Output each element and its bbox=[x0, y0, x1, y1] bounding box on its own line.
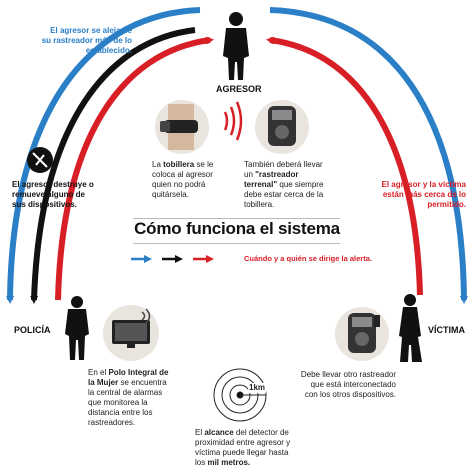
role-victima: VÍCTIMA bbox=[428, 325, 465, 335]
alert-blue-text: El agresor se aleja de su rastreador más… bbox=[41, 26, 132, 55]
monitor-icon bbox=[103, 305, 159, 361]
proximity-rings-icon bbox=[213, 368, 267, 422]
red-arc-right bbox=[266, 36, 423, 296]
role-policia: POLICÍA bbox=[14, 325, 51, 335]
alert-red-text: El agresor y la víctima están más cerca … bbox=[381, 180, 467, 209]
signal-waves-icon bbox=[223, 101, 243, 141]
title-rule-bottom bbox=[133, 243, 340, 244]
blue-arc-right bbox=[269, 7, 468, 304]
ankle-monitor-icon bbox=[155, 100, 209, 154]
person-policia-icon bbox=[65, 296, 89, 360]
legend-text: Cuándo y a quién se dirige la alerta. bbox=[244, 254, 372, 263]
person-victima-icon bbox=[399, 294, 422, 362]
note-policia: En el Polo Integral de la Mujer se encue… bbox=[88, 368, 169, 427]
black-arc-left bbox=[30, 27, 196, 304]
diagram-title: Cómo funciona el sistema bbox=[134, 219, 340, 238]
note-rastreador: También deberá llevar un "rastreador ter… bbox=[244, 160, 324, 209]
note-victima: Debe llevar otro rastreador que está int… bbox=[300, 370, 396, 399]
broken-device-icon bbox=[27, 147, 53, 173]
role-agresor: AGRESOR bbox=[216, 84, 262, 94]
person-agresor-icon bbox=[223, 12, 249, 80]
blue-arc-left bbox=[6, 7, 201, 304]
note-tobillera: La tobillera se le coloca al agresor qui… bbox=[152, 160, 214, 199]
alert-black-text: El agresor destruye o remueve alguno de … bbox=[12, 180, 94, 209]
victim-tracker-icon bbox=[335, 307, 389, 361]
tracker-device-icon bbox=[255, 100, 309, 154]
title-rule-top bbox=[133, 218, 340, 219]
scale-label: 1km bbox=[248, 383, 267, 393]
note-alcance: El alcance del detector de proximidad en… bbox=[195, 428, 291, 467]
red-arc-left bbox=[55, 36, 214, 301]
